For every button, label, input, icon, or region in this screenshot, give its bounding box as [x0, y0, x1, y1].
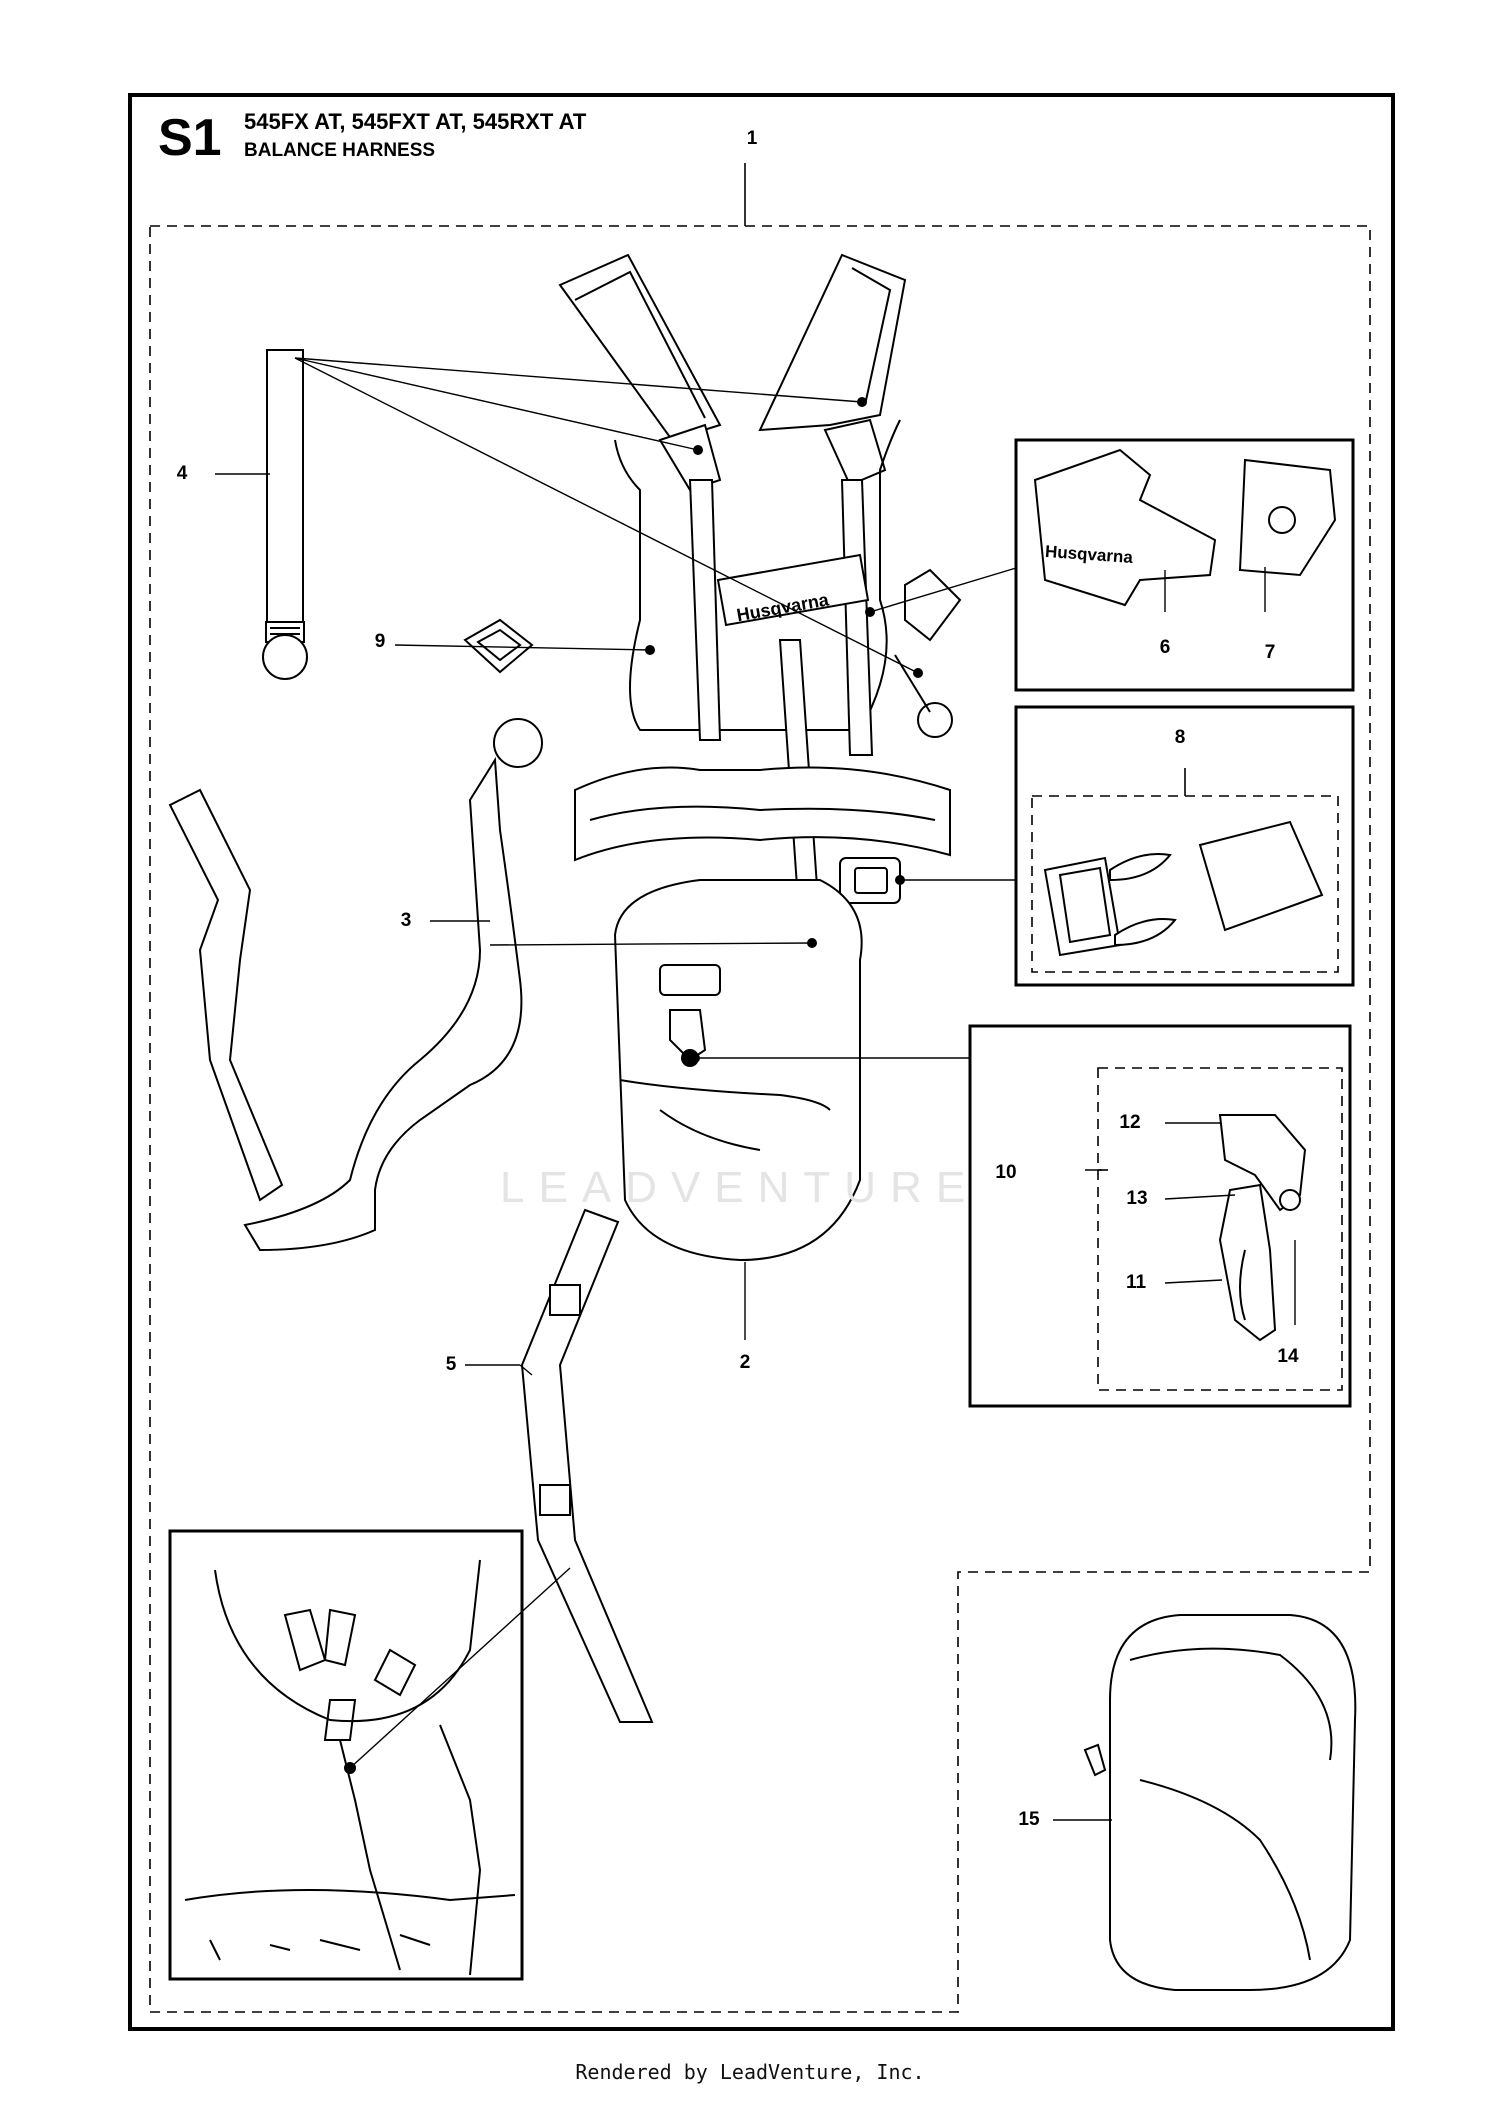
- callout-7[interactable]: 7: [1264, 642, 1276, 663]
- callout-10[interactable]: 10: [995, 1162, 1017, 1183]
- harness-illustration: Husqvarna: [558, 253, 962, 1262]
- detail-box-8: [1014, 705, 1355, 987]
- model-list: 545FX AT, 545FXT AT, 545RXT AT: [244, 109, 587, 134]
- part-cover-15: [1083, 1614, 1357, 1991]
- section-code: S1: [158, 109, 222, 167]
- callout-12[interactable]: 12: [1119, 1112, 1141, 1133]
- diagram-frame: [128, 93, 1395, 2031]
- part-hose-3: [168, 718, 543, 1252]
- callout-9[interactable]: 9: [374, 631, 386, 652]
- callout-15[interactable]: 15: [1018, 1809, 1040, 1830]
- assembly-boundary: [149, 225, 1371, 2013]
- footer-credit: Rendered by LeadVenture, Inc.: [575, 2060, 925, 2084]
- callout-11[interactable]: 11: [1125, 1272, 1147, 1293]
- callout-2[interactable]: 2: [739, 1352, 751, 1373]
- part-buckle-9: [463, 618, 534, 674]
- leader-dots: [645, 397, 923, 1063]
- callout-8[interactable]: 8: [1174, 727, 1186, 748]
- callout-13[interactable]: 13: [1126, 1188, 1148, 1209]
- detail-box-6-7: Husqvarna: [1014, 438, 1355, 692]
- callout-4[interactable]: 4: [176, 463, 188, 484]
- detail-box-10: [968, 1024, 1352, 1408]
- callout-5[interactable]: 5: [445, 1354, 457, 1375]
- callout-1[interactable]: 1: [746, 128, 758, 149]
- part-strap-4: [262, 349, 308, 680]
- part-strap-5: [520, 1208, 654, 1723]
- callout-6[interactable]: 6: [1159, 637, 1171, 658]
- leader-lines: [215, 357, 1296, 1821]
- diagram-subtitle: BALANCE HARNESS: [244, 140, 436, 161]
- callout-14[interactable]: 14: [1277, 1346, 1299, 1367]
- callout-3[interactable]: 3: [400, 910, 412, 931]
- inset-detail: [168, 1529, 524, 1981]
- watermark: LEADVENTURE: [500, 1163, 980, 1212]
